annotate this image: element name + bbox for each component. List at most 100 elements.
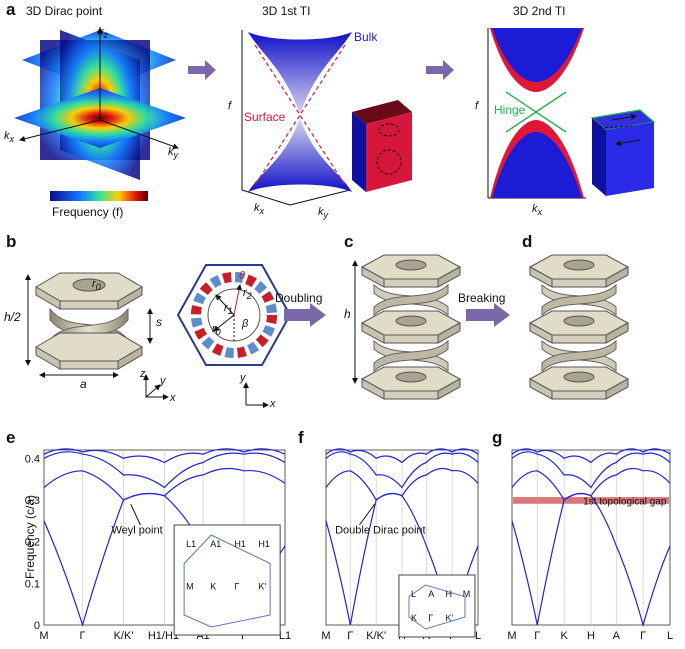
band-annotation: Double Dirac point [335, 524, 426, 536]
bz-point-label: H [446, 589, 453, 599]
cell-side-front [551, 390, 607, 400]
bz-point-label: K' [446, 613, 454, 623]
axis-kx: kx [4, 130, 15, 145]
cell-side-front [383, 334, 439, 344]
twist-b [373, 283, 449, 317]
y-tick-label: 0.2 [25, 537, 40, 549]
ti2-kx: kx [532, 203, 543, 218]
bulk-label: Bulk [354, 30, 378, 44]
bz-point-label: H1 [258, 539, 270, 549]
bz-point-label: K [411, 613, 417, 623]
axis-x-hex: x [270, 398, 276, 410]
label-h: h [344, 307, 351, 321]
x-tick-label: M [507, 630, 516, 642]
bz-point-label: Γ [428, 613, 433, 623]
breaking-label: Breaking [458, 291, 506, 305]
panel-bcd-figures [25, 260, 510, 408]
x-tick-label: H1/H1' [148, 630, 181, 642]
hinge-label: Hinge [494, 103, 526, 117]
label-r1: r1 [224, 302, 233, 317]
axis-y-hex: y [240, 372, 246, 384]
cell-hole [395, 371, 427, 383]
label-h-half: h/2 [4, 310, 21, 324]
band-line [325, 448, 479, 464]
axis-x-b: x [170, 392, 176, 404]
doubling-label: Doubling [275, 291, 323, 305]
bz-point-label: L [411, 589, 416, 599]
label-r2: r2 [243, 287, 252, 302]
stack-twist-2 [373, 339, 449, 373]
label-theta: θ [239, 270, 245, 282]
x-tick-label: M [321, 630, 330, 642]
cell-side-right [437, 322, 461, 344]
axis-z-b: z [140, 368, 146, 380]
title-1st-ti: 3D 1st TI [262, 4, 311, 18]
y-tick-label: 0.4 [25, 453, 40, 465]
stack-twist-1 [373, 283, 449, 317]
bz-point-label: Γ [234, 581, 239, 591]
title-dirac: 3D Dirac point [26, 4, 103, 18]
breaking-arrow [466, 303, 510, 327]
x-tick-label: L [475, 630, 481, 642]
band-line [511, 451, 671, 489]
stack-cell-3 [528, 366, 630, 400]
cell-side-right [605, 266, 629, 288]
label-s: s [156, 315, 162, 329]
colorbar [50, 191, 148, 201]
x-tick-label: Γ [347, 630, 353, 642]
bz-inset [398, 574, 476, 638]
topological-gap-band [513, 497, 669, 504]
band-line [325, 451, 479, 489]
band-line [43, 448, 286, 464]
cell-hole [563, 259, 595, 271]
bz-point-label: M [186, 581, 194, 591]
x-tick-label: M [39, 630, 48, 642]
ti1-ky: ky [318, 206, 329, 221]
panel-letter-b: b [6, 232, 17, 251]
twist-b [541, 339, 617, 373]
title-2nd-ti: 3D 2nd TI [513, 4, 566, 18]
ti2-f-axis: f [475, 100, 479, 112]
surface-label: Surface [244, 110, 286, 124]
twist-b [373, 339, 449, 373]
y-tick-label: 0.1 [25, 578, 40, 590]
panel-letter-g: g [492, 428, 503, 447]
bz-hexprism [183, 534, 271, 628]
cell-side-front [551, 334, 607, 344]
bz-point-label: K' [258, 581, 266, 591]
band-annotation: Weyl point [111, 524, 162, 536]
unit-cell-b [25, 272, 169, 400]
cell-side-front [383, 278, 439, 288]
cell-side-right [437, 266, 461, 288]
label-r0b: r0 [212, 323, 221, 338]
y-tick-label: 0.3 [25, 495, 40, 507]
stack-twist-2 [541, 339, 617, 373]
label-beta: β [242, 318, 249, 330]
bz-point-label: H1 [234, 539, 246, 549]
band-line [43, 451, 286, 489]
panel-letter-a: a [6, 0, 16, 19]
label-r0: r0 [92, 278, 101, 293]
topological-gap-label: 1st topological gap [583, 496, 667, 507]
ti1-kx: kx [254, 202, 265, 217]
ti1-plot [241, 30, 412, 206]
stack-cell-1 [528, 254, 630, 288]
label-a: a [80, 377, 87, 391]
cell-hole [563, 315, 595, 327]
x-tick-label: L [667, 630, 673, 642]
panel-letter-d: d [522, 232, 533, 251]
x-tick-label: H [587, 630, 595, 642]
cell-hole [395, 259, 427, 271]
band-line [511, 467, 671, 501]
axis-y-b: y [160, 375, 166, 387]
bz-point-label: K [210, 581, 216, 591]
axis-ky: ky [168, 146, 179, 161]
x-tick-label: K/K' [366, 630, 386, 642]
x-tick-label: K [560, 630, 568, 642]
x-tick-label: Γ [80, 630, 86, 642]
panel-letter-e: e [6, 428, 16, 447]
x-tick-label: K/K' [114, 630, 134, 642]
stack-twist-1 [541, 283, 617, 317]
bz-point-label: A [428, 589, 434, 599]
